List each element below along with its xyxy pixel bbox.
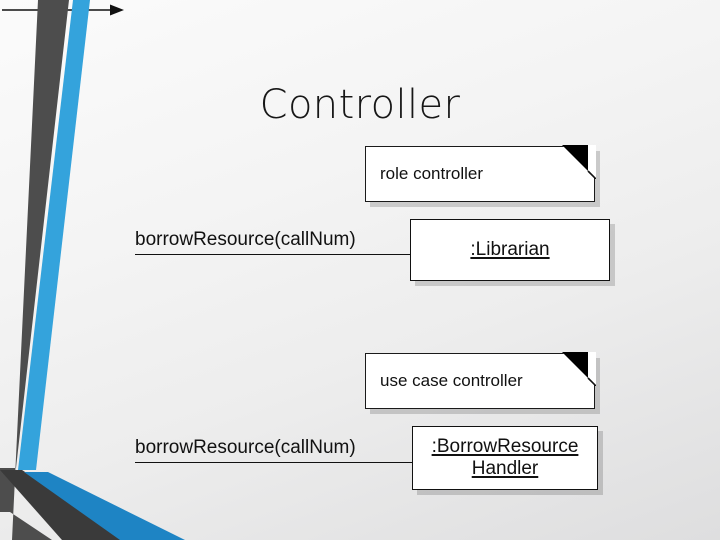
- note-role-controller-text: role controller: [380, 164, 483, 183]
- note-role-controller: role controller: [365, 145, 596, 202]
- object-borrow-resource-handler: :BorrowResource Handler: [412, 426, 598, 490]
- message-arrow-2-icon: [66, 4, 125, 16]
- note-use-case-controller-text: use case controller: [380, 371, 523, 390]
- message-borrow-resource-1-line: [135, 254, 410, 255]
- message-borrow-resource-2: borrowResource(callNum): [135, 433, 412, 463]
- object-librarian-label: :Librarian: [470, 238, 550, 260]
- page-title: Controller: [259, 82, 461, 128]
- message-borrow-resource-1-label: borrowResource(callNum): [135, 229, 356, 250]
- object-librarian: :Librarian: [410, 219, 610, 281]
- note-fold-corner-icon: [561, 352, 596, 387]
- message-borrow-resource-1: borrowResource(callNum): [135, 225, 410, 255]
- dark-diagonal-stripe: [0, 0, 69, 540]
- note-fold-corner-icon: [561, 145, 596, 180]
- message-borrow-resource-2-label: borrowResource(callNum): [135, 437, 356, 458]
- blue-diagonal-stripe: [18, 0, 90, 470]
- blue-diagonal-stripe-lower: [24, 472, 185, 540]
- object-borrow-resource-handler-label: :BorrowResource Handler: [431, 435, 579, 479]
- note-use-case-controller: use case controller: [365, 352, 596, 409]
- message-arrow-1-icon: [2, 4, 60, 16]
- dark-diagonal-stripe-lower: [0, 470, 130, 540]
- message-borrow-resource-2-line: [135, 462, 412, 463]
